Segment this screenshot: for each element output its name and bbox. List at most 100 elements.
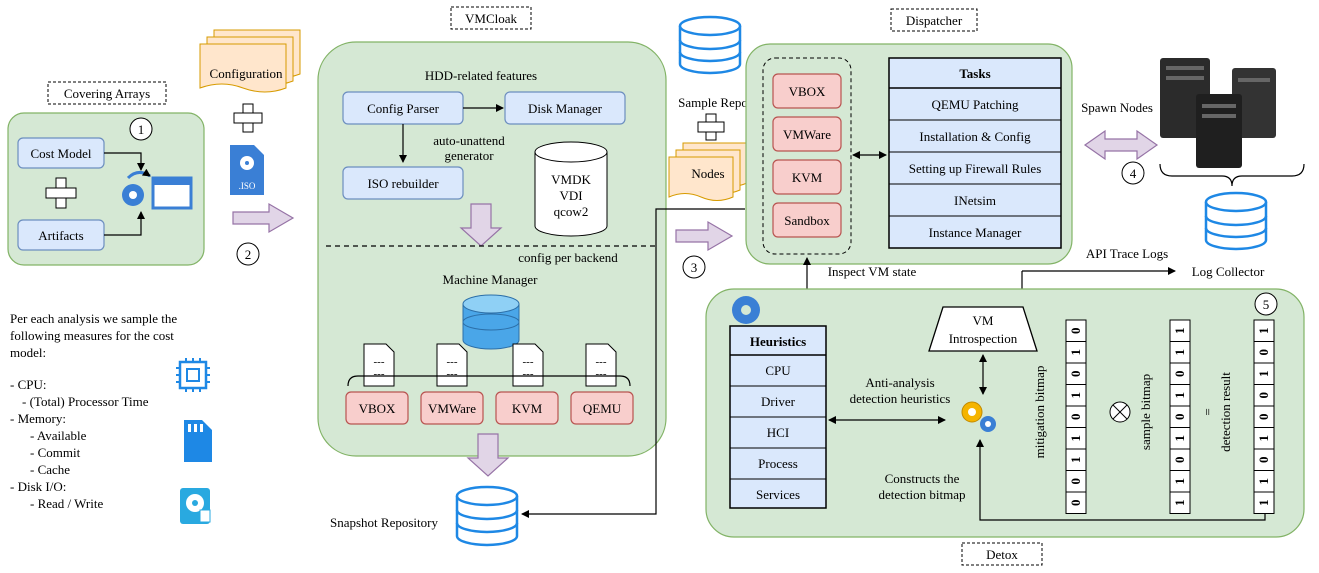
svg-text:Introspection: Introspection [949, 331, 1018, 346]
svg-text:VDI: VDI [559, 188, 582, 203]
svg-text:VMDK: VMDK [551, 172, 591, 187]
cpu-chip-icon [176, 358, 210, 392]
svg-text:---: --- [374, 368, 385, 380]
sample-repo-label: Sample Repo [678, 95, 748, 110]
machine-manager-icon [462, 294, 520, 350]
bit-value: 1 [1172, 478, 1187, 485]
log-collector-label: Log Collector [1192, 264, 1265, 279]
svg-text:Instance Manager: Instance Manager [929, 225, 1022, 240]
svg-text:Anti-analysis: Anti-analysis [865, 375, 934, 390]
svg-text:CPU: CPU [765, 363, 791, 378]
bit-value: 1 [1172, 349, 1187, 356]
snapshot-repository-db [455, 485, 519, 547]
bit-value: 1 [1172, 435, 1187, 442]
backend-brace [347, 375, 631, 387]
step-2-badge [236, 242, 260, 266]
svg-text:Setting up Firewall Rules: Setting up Firewall Rules [909, 161, 1042, 176]
svg-text:KVM: KVM [512, 401, 543, 416]
backend-kvm [495, 391, 559, 425]
servers-brace [1159, 163, 1305, 187]
arrow-to-vmcloak [232, 202, 295, 234]
svg-text:---: --- [523, 356, 534, 368]
tasks-table [888, 57, 1062, 249]
bit-value: 1 [1172, 500, 1187, 507]
memory-card-icon [184, 420, 212, 462]
svg-text:detection bitmap: detection bitmap [878, 487, 965, 502]
svg-text:- Cache: - Cache [30, 462, 70, 477]
processing-gears-icon [961, 401, 996, 432]
snapshot-to-dispatcher-line [521, 208, 745, 518]
svg-text:- Read / Write: - Read / Write [30, 496, 103, 511]
svg-text:3: 3 [691, 260, 698, 275]
heuristics-title: Heuristics [750, 334, 806, 349]
hypervisor-kvm [772, 159, 842, 195]
server-rack-icon [1160, 58, 1276, 168]
snapshot-repository-label: Snapshot Repository [330, 515, 438, 530]
disk-manager-box [504, 91, 626, 125]
svg-text:---: --- [447, 368, 458, 380]
svg-text:2: 2 [245, 247, 252, 262]
svg-text:Constructs the: Constructs the [885, 471, 960, 486]
sample-bitmap-label: sample bitmap [1138, 374, 1153, 450]
svg-text:Per each analysis we sample th: Per each analysis we sample the [10, 311, 177, 326]
bit-value: 1 [1256, 371, 1271, 378]
svg-text:Process: Process [758, 456, 798, 471]
equals-sign: = [1200, 408, 1215, 415]
iso-rebuilder-box [342, 166, 464, 200]
bit-value: 0 [1068, 500, 1083, 507]
vm-introspection-box [928, 306, 1038, 352]
sample-repo-db [678, 15, 742, 75]
bit-value: 0 [1068, 371, 1083, 378]
svg-text:VMWare: VMWare [428, 401, 476, 416]
vmcloak-label: VMCloak [465, 11, 518, 26]
arrow-to-dispatcher [675, 220, 734, 252]
backend-vmware [420, 391, 484, 425]
plus-icon [697, 113, 725, 141]
bit-value: 1 [1256, 478, 1271, 485]
covering-arrays-tag [47, 81, 167, 105]
bit-cell [1065, 491, 1087, 514]
iso-file-icon [230, 145, 264, 195]
backend-qemu [570, 391, 634, 425]
bit-value: 1 [1068, 435, 1083, 442]
dispatcher-label: Dispatcher [906, 13, 963, 28]
hard-disk-icon [180, 488, 211, 524]
svg-text:Driver: Driver [761, 394, 796, 409]
backend-vbox [345, 391, 409, 425]
svg-text:INetsim: INetsim [954, 193, 996, 208]
configuration-label: Configuration [210, 66, 283, 81]
bit-value: 1 [1256, 435, 1271, 442]
covering-arrays-label: Covering Arrays [64, 86, 150, 101]
detection-result-label: detection result [1218, 372, 1233, 452]
bit-value: 1 [1172, 328, 1187, 335]
svg-text:following measures for the cos: following measures for the cost [10, 328, 174, 343]
svg-text:VBOX: VBOX [359, 401, 396, 416]
configuration-doc-stack [199, 29, 301, 93]
step-5-badge [1254, 292, 1278, 316]
svg-text:- CPU:: - CPU: [10, 377, 46, 392]
plus-icon [233, 103, 263, 133]
disk-images-cylinder [534, 141, 608, 237]
svg-text:VBOX: VBOX [789, 84, 826, 99]
bit-cell [1169, 491, 1191, 514]
hypervisor-sandbox [772, 202, 842, 238]
arrow-to-machine-manager [459, 203, 503, 247]
svg-text:Services: Services [756, 487, 800, 502]
svg-text:- Available: - Available [30, 428, 87, 443]
bit-value: 0 [1256, 414, 1271, 421]
svg-text:---: --- [596, 356, 607, 368]
bit-value: 1 [1172, 392, 1187, 399]
bit-cell [1253, 491, 1275, 514]
bit-value: 0 [1256, 349, 1271, 356]
svg-text:detection heuristics: detection heuristics [850, 391, 951, 406]
nodes-doc-stack [668, 142, 748, 201]
svg-text:auto-unattend: auto-unattend [433, 133, 505, 148]
svg-text:---: --- [447, 356, 458, 368]
svg-text:QEMU: QEMU [583, 401, 622, 416]
bit-value: 0 [1068, 328, 1083, 335]
arrow-to-snapshot [466, 433, 510, 477]
svg-text:---: --- [374, 356, 385, 368]
svg-text:4: 4 [1130, 166, 1137, 181]
